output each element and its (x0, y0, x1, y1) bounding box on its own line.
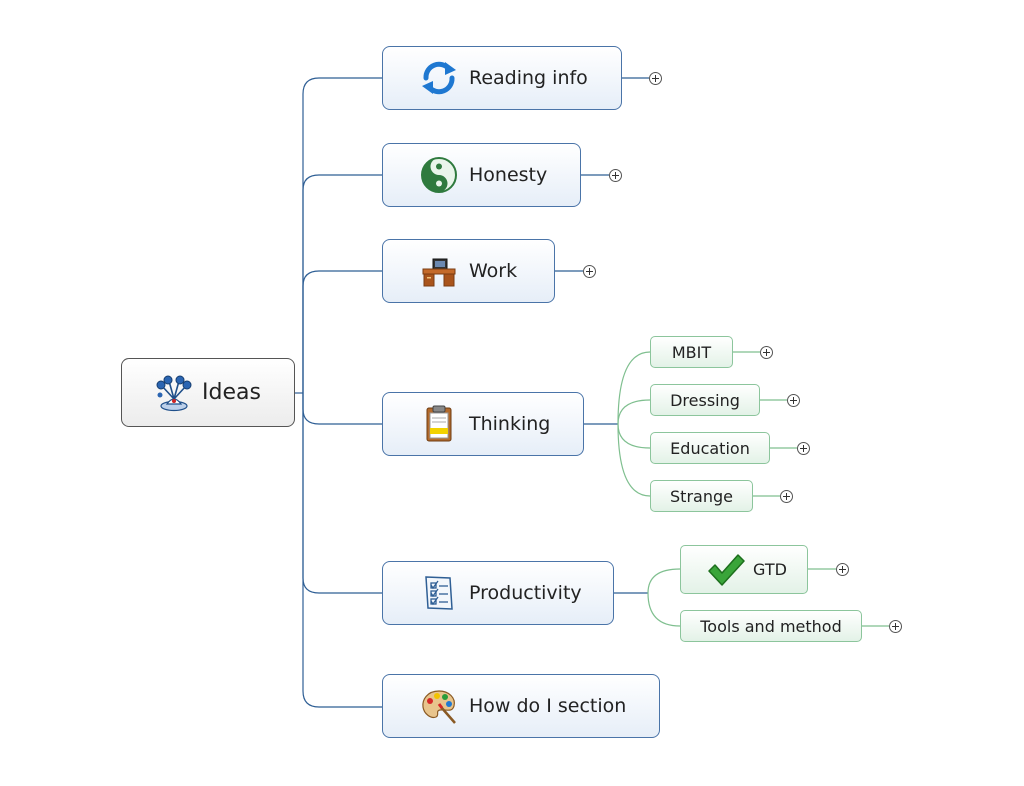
topic-label: Thinking (469, 413, 551, 435)
subtopic-education[interactable]: Education (650, 432, 770, 464)
expand-work-button[interactable] (583, 265, 596, 278)
topic-reading-info[interactable]: Reading info (382, 46, 622, 110)
subtopic-gtd[interactable]: GTD (680, 545, 808, 594)
topic-label: Honesty (469, 164, 548, 186)
clipboard-icon (419, 404, 459, 444)
central-topic-ideas[interactable]: Ideas (121, 358, 295, 427)
expand-tools-and-method-button[interactable] (889, 620, 902, 633)
brainstorm-icon (154, 373, 194, 413)
subtopic-label: GTD (753, 560, 787, 579)
expand-honesty-button[interactable] (609, 169, 622, 182)
subtopic-mbit[interactable]: MBIT (650, 336, 733, 368)
topic-how-do-i-section[interactable]: How do I section (382, 674, 660, 738)
palette-icon (419, 686, 459, 726)
subtopic-tools-and-method[interactable]: Tools and method (680, 610, 862, 642)
expand-dressing-button[interactable] (787, 394, 800, 407)
yin-yang-icon (419, 155, 459, 195)
subtopic-label: MBIT (671, 342, 712, 362)
subtopic-dressing[interactable]: Dressing (650, 384, 760, 416)
topic-label: Reading info (469, 67, 588, 89)
expand-gtd-button[interactable] (836, 563, 849, 576)
green-check-icon (707, 551, 745, 589)
topic-label: Work (469, 260, 518, 282)
refresh-arrows-icon (419, 58, 459, 98)
expand-reading-info-button[interactable] (649, 72, 662, 85)
desk-computer-icon (419, 251, 459, 291)
topic-work[interactable]: Work (382, 239, 555, 303)
subtopic-label: Tools and method (700, 616, 842, 636)
topic-label: How do I section (469, 695, 627, 717)
subtopic-label: Strange (670, 486, 733, 506)
expand-mbit-button[interactable] (760, 346, 773, 359)
subtopic-label: Education (670, 438, 750, 458)
subtopic-strange[interactable]: Strange (650, 480, 753, 512)
checklist-icon (419, 573, 459, 613)
topic-productivity[interactable]: Productivity (382, 561, 614, 625)
expand-strange-button[interactable] (780, 490, 793, 503)
expand-education-button[interactable] (797, 442, 810, 455)
topic-thinking[interactable]: Thinking (382, 392, 584, 456)
topic-honesty[interactable]: Honesty (382, 143, 581, 207)
subtopic-label: Dressing (670, 390, 740, 410)
topic-label: Productivity (469, 582, 582, 604)
central-topic-label: Ideas (202, 380, 261, 405)
